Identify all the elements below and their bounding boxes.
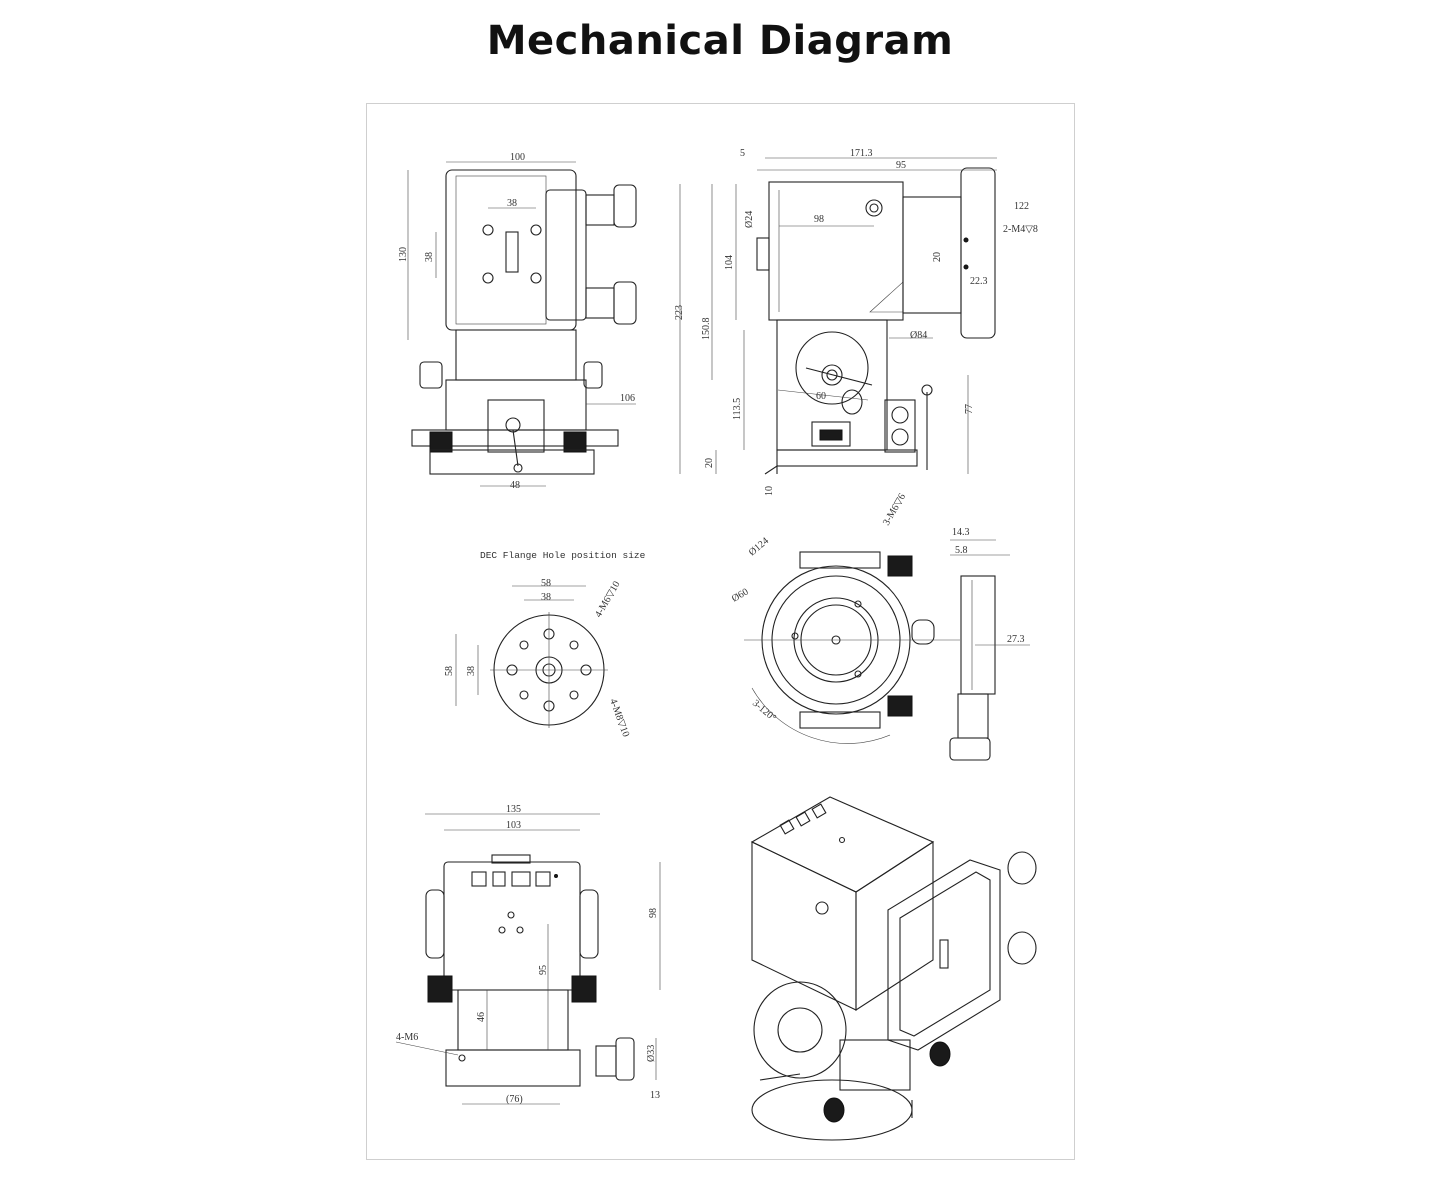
dim-label: 5.8 [955,545,968,556]
dim-label: Ø24 [744,211,755,228]
dim-label: 130 [398,247,409,262]
dim-label: 113.5 [732,398,743,420]
dim-label: 223 [674,305,685,320]
side-view [679,157,997,475]
dim-label: 95 [896,160,906,171]
dim-label: 14.3 [952,527,970,538]
dim-label: 150.8 [701,318,712,341]
dimension-labels: 100 38 130 38 106 48 5 171.3 95 98 Ø24 1… [396,148,1038,1105]
dim-label: 104 [724,255,735,270]
dim-label: 4-M6 [396,1032,418,1043]
dim-label: Ø33 [646,1045,657,1062]
flange-caption: DEC Flange Hole position size [480,550,646,561]
rear-view [395,813,661,1105]
top-view [744,539,1030,761]
dim-label: (76) [506,1094,523,1105]
dim-label: 38 [541,592,551,603]
dim-label: 27.3 [1007,634,1025,645]
dim-label: 10 [764,486,775,496]
dim-label: 98 [814,214,824,225]
dim-label: 20 [704,458,715,468]
dim-label: 5 [740,148,745,159]
page-title: Mechanical Diagram [486,18,954,64]
dim-label: 20 [932,252,943,262]
dim-label: 103 [506,820,521,831]
dim-label: 106 [620,393,635,404]
dim-label: 22.3 [970,276,988,287]
dim-label: 122 [1014,201,1029,212]
dim-label: 58 [444,666,455,676]
isometric-view [750,796,1037,1141]
dim-label: 135 [506,804,521,815]
dim-label: Ø60 [730,586,750,604]
dim-label: 77 [964,404,975,414]
dim-label: 13 [650,1090,660,1101]
dim-label: 171.3 [850,148,873,159]
dim-label: 38 [507,198,517,209]
dim-label: 4-M8▽10 [607,697,631,738]
dim-label: 3-120° [750,698,778,724]
dim-label: 38 [424,252,435,262]
dim-label: 3-M6▽6 [881,492,908,528]
dim-label: 46 [476,1012,487,1022]
dim-label: 48 [510,480,520,491]
dim-label: Ø84 [910,330,927,341]
drawing-sheet [366,103,1075,1160]
dim-label: 2-M4▽8 [1003,224,1038,235]
dim-label: 4-M6▽10 [593,579,622,619]
dim-label: 38 [466,666,477,676]
dim-label: 60 [816,391,826,402]
dim-label: 95 [538,965,549,975]
front-view [407,161,637,487]
dim-label: 100 [510,152,525,163]
dim-label: 58 [541,578,551,589]
flange-view [455,585,608,728]
dim-label: Ø124 [747,536,771,559]
dim-label: 98 [648,908,659,918]
